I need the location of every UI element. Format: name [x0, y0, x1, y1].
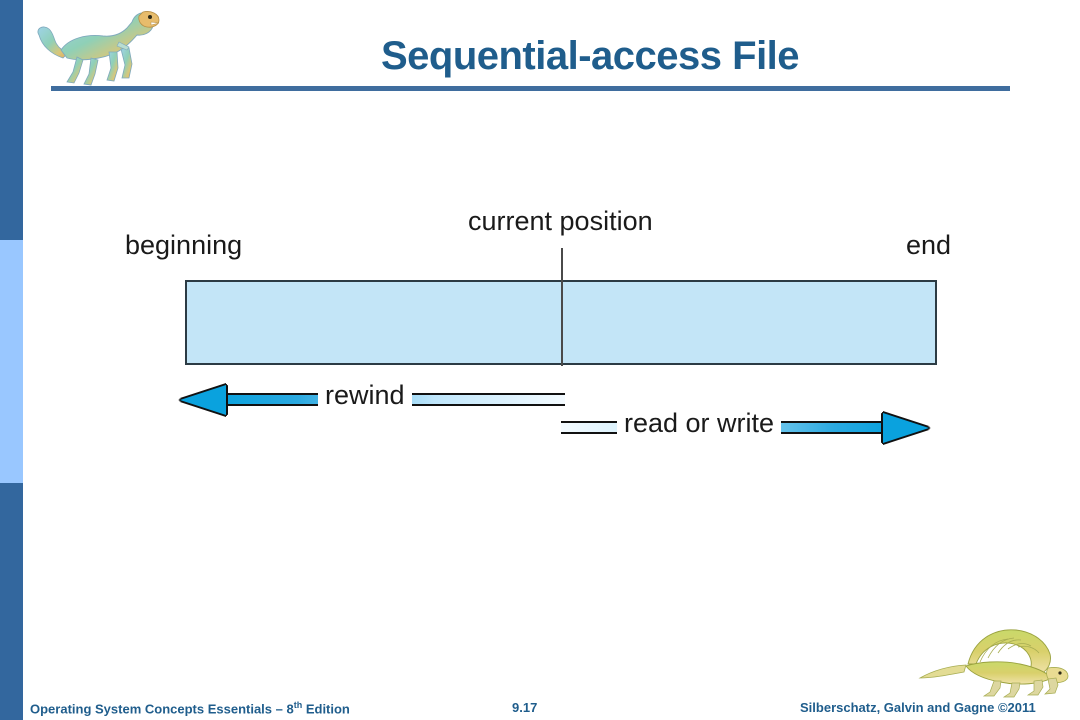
title-underline-rule — [51, 86, 1010, 91]
label-rewind: rewind — [318, 380, 412, 411]
sidebar-color-bands — [0, 0, 23, 720]
footer-edition-suffix: Edition — [302, 701, 350, 717]
current-position-marker — [561, 248, 563, 366]
footer-course-title: Operating System Concepts Essentials — [30, 701, 276, 717]
dinosaur-dimetrodon-icon — [908, 620, 1076, 698]
read-write-arrow-head-icon — [883, 413, 929, 443]
label-current-position: current position — [468, 206, 653, 236]
footer-copyright: Silberschatz, Galvin and Gagne ©2011 — [800, 700, 1036, 715]
footer-left-text: Operating System Concepts Essentials – 8… — [30, 700, 350, 716]
dinosaur-ornithomimid-icon — [33, 2, 161, 88]
label-end: end — [906, 230, 952, 260]
sequential-access-file-diagram: beginning current position end rewind re… — [120, 190, 970, 460]
sidebar-band-bottom — [0, 483, 23, 720]
page-title: Sequential-access File — [380, 34, 800, 78]
footer-edition-ordinal: th — [293, 700, 303, 710]
footer-edition-prefix: – 8 — [275, 701, 294, 717]
sidebar-band-top — [0, 0, 23, 240]
rewind-arrow-head-icon — [180, 385, 226, 415]
sidebar-band-middle — [0, 240, 23, 483]
slide-number: 9.17 — [512, 700, 538, 715]
label-beginning: beginning — [125, 230, 243, 260]
label-read-or-write: read or write — [617, 408, 782, 439]
